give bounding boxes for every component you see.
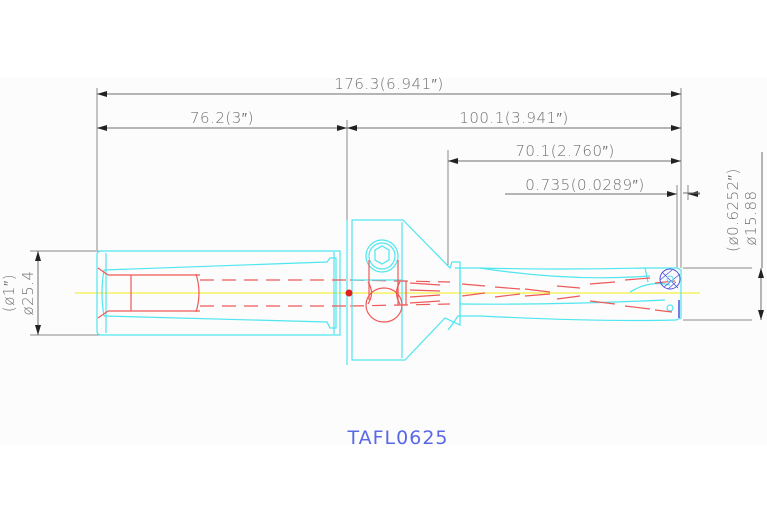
dimension-shank: 76.2(3″): [97, 109, 347, 131]
dim-overall-length: 176.3(6.941″): [334, 75, 443, 93]
dim-shank-dia-mm: ø25.4: [19, 270, 37, 315]
shank-outline: [96, 250, 341, 336]
dimension-tip-offset: 0.735(0.0289″): [505, 176, 700, 197]
dim-flute-length: 70.1(2.760″): [515, 142, 614, 160]
dimension-head: 100.1(3.941″): [347, 109, 681, 131]
dim-head-length: 100.1(3.941″): [459, 109, 568, 127]
dim-cut-dia-mm: ø15.88: [742, 190, 760, 245]
dim-shank-length: 76.2(3″): [190, 109, 254, 127]
flute-outline: [447, 267, 682, 331]
dimension-overall: 176.3(6.941″): [97, 75, 681, 97]
dimension-shank-diameter: ø25.4 (ø1″): [0, 251, 41, 335]
datum-marker: [345, 289, 353, 297]
cutting-insert: [659, 268, 681, 318]
screw-icon: [365, 239, 399, 273]
flute-hidden-lines: [409, 277, 676, 313]
dim-shank-dia-in: (ø1″): [0, 274, 18, 312]
drawing-sheet: [0, 78, 767, 445]
extension-lines: [30, 88, 752, 336]
part-number-label: TAFL0625: [347, 427, 449, 449]
dimension-flute: 70.1(2.760″): [448, 142, 681, 164]
dim-tip-offset: 0.735(0.0289″): [525, 176, 644, 194]
dimension-cut-diameter: ø15.88 (ø0.6252″): [683, 152, 764, 320]
dim-cut-dia-in: (ø0.6252″): [724, 168, 742, 252]
